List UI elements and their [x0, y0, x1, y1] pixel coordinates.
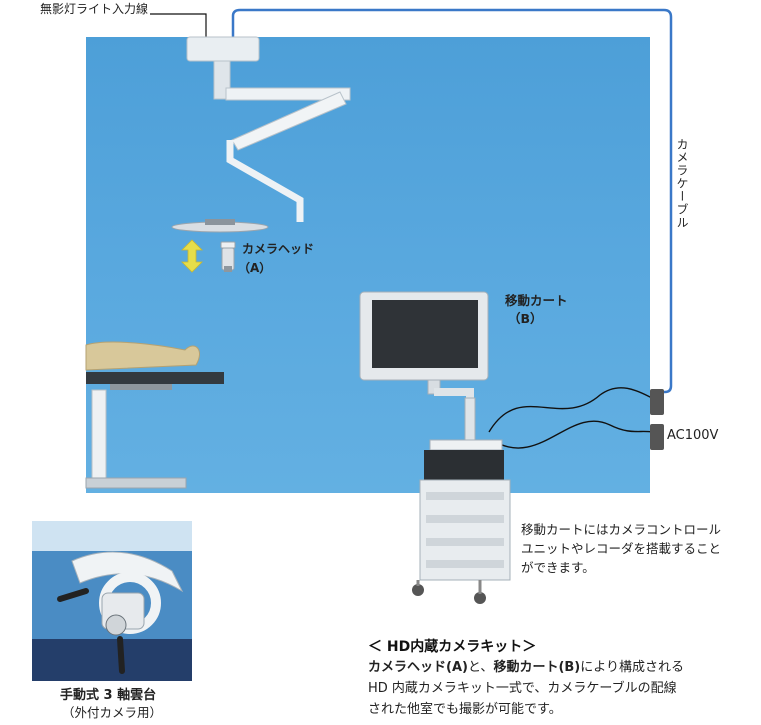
kit-line1-tail: により構成される	[580, 660, 684, 675]
mobile-cart-label: 移動カート	[505, 290, 568, 309]
mobile-cart-code: （B）	[508, 308, 543, 327]
kit-line-2: HD 内蔵カメラキット一式で、カメラケーブルの配線	[368, 679, 677, 699]
pan-head-illustration	[32, 521, 192, 681]
cart-note-line: ができます。	[521, 558, 721, 577]
kit-line-3: された他室でも撮影が可能です。	[368, 700, 562, 720]
kit-cart-ref: 移動カート(B)	[493, 660, 580, 675]
cart-note-line: ユニットやレコーダを搭載すること	[521, 539, 721, 558]
pan-head-subtitle: （外付カメラ用）	[62, 702, 162, 721]
cart-note: 移動カートにはカメラコントロール ユニットやレコーダを搭載すること ができます。	[521, 520, 721, 577]
kit-title: ＜ HD内蔵カメラキット＞	[368, 636, 536, 656]
kit-line-1: カメラヘッド(A)と、移動カート(B)により構成される	[368, 658, 684, 678]
cart-note-line: 移動カートにはカメラコントロール	[521, 520, 721, 539]
pan-head-title: 手動式 3 軸雲台	[60, 684, 156, 703]
pan-head-photo	[32, 521, 192, 681]
kit-camera-head-ref: カメラヘッド(A)	[368, 660, 468, 675]
kit-conj: と、	[468, 660, 493, 675]
